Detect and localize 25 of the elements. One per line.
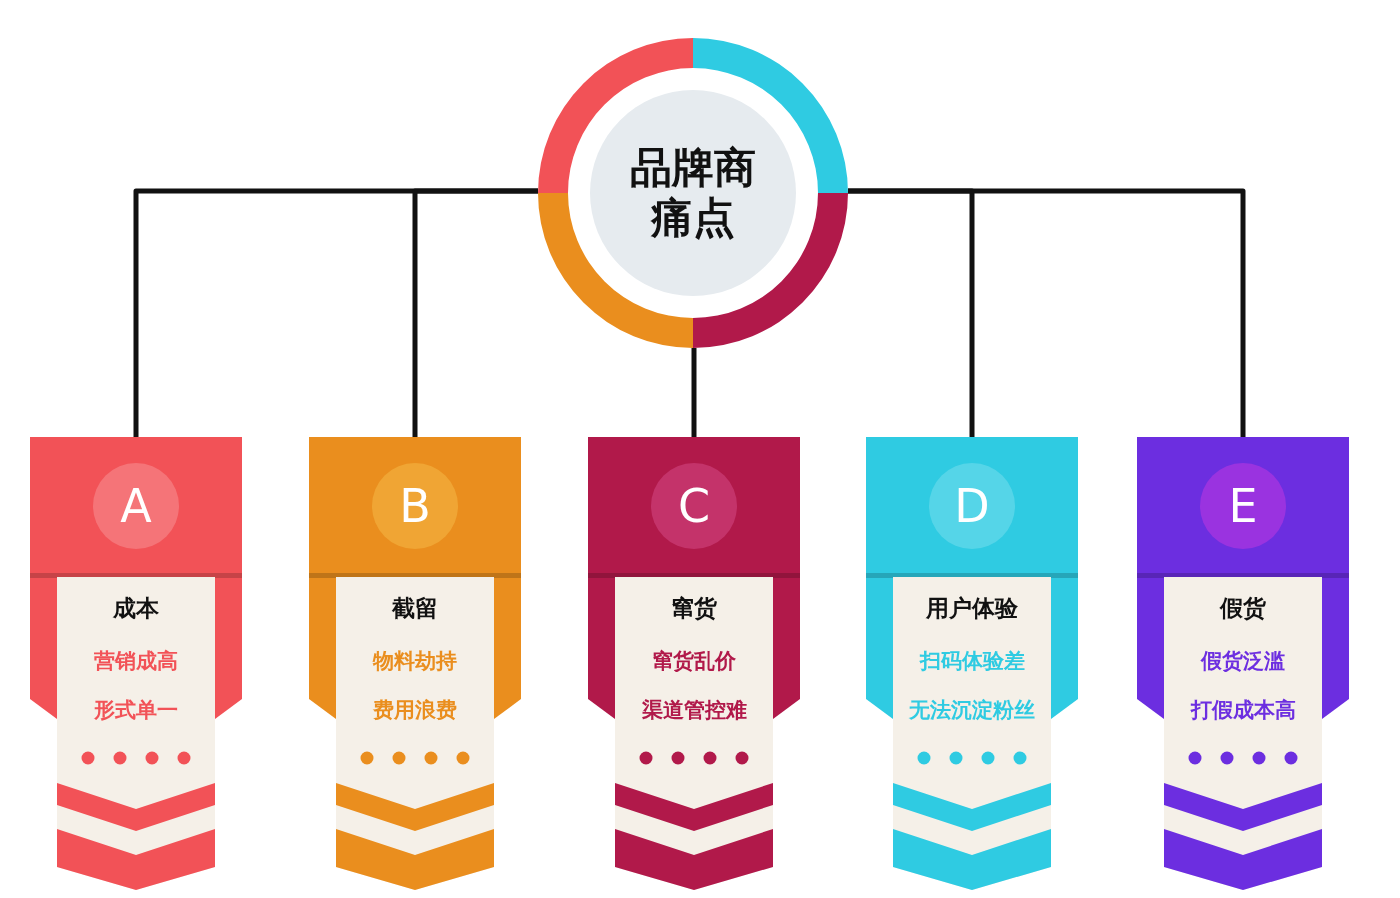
card-heading: 成本 bbox=[112, 594, 160, 623]
card-item: 打假成本高 bbox=[1189, 697, 1297, 724]
ring-circle bbox=[538, 38, 848, 348]
card-heading: 截留 bbox=[391, 594, 439, 623]
card-item: 物料劫持 bbox=[371, 648, 458, 675]
card-item: 窜货乱价 bbox=[651, 648, 737, 675]
connector-line bbox=[848, 188, 1246, 437]
card-heading: 用户体验 bbox=[925, 594, 1019, 623]
card-item: 无法沉淀粉丝 bbox=[908, 697, 1036, 724]
card-item: 渠道管控难 bbox=[640, 697, 748, 724]
card-item: 形式单一 bbox=[93, 697, 179, 724]
banner-card bbox=[309, 437, 521, 892]
banner-card bbox=[588, 437, 800, 892]
connector-line bbox=[691, 348, 697, 437]
card-heading: 假货 bbox=[1218, 594, 1267, 623]
banner-card bbox=[1137, 437, 1349, 892]
banner-card bbox=[866, 437, 1078, 892]
card-item: 假货泛滥 bbox=[1199, 648, 1286, 675]
card-item: 营销成高 bbox=[93, 648, 179, 675]
card-item: 扫码体验差 bbox=[918, 648, 1026, 675]
connector-line bbox=[412, 188, 538, 437]
card-heading: 窜货 bbox=[670, 594, 718, 623]
banner-card bbox=[30, 437, 242, 892]
hub-title: 品牌商痛点 bbox=[629, 143, 757, 243]
card-item: 费用浪费 bbox=[372, 697, 458, 724]
